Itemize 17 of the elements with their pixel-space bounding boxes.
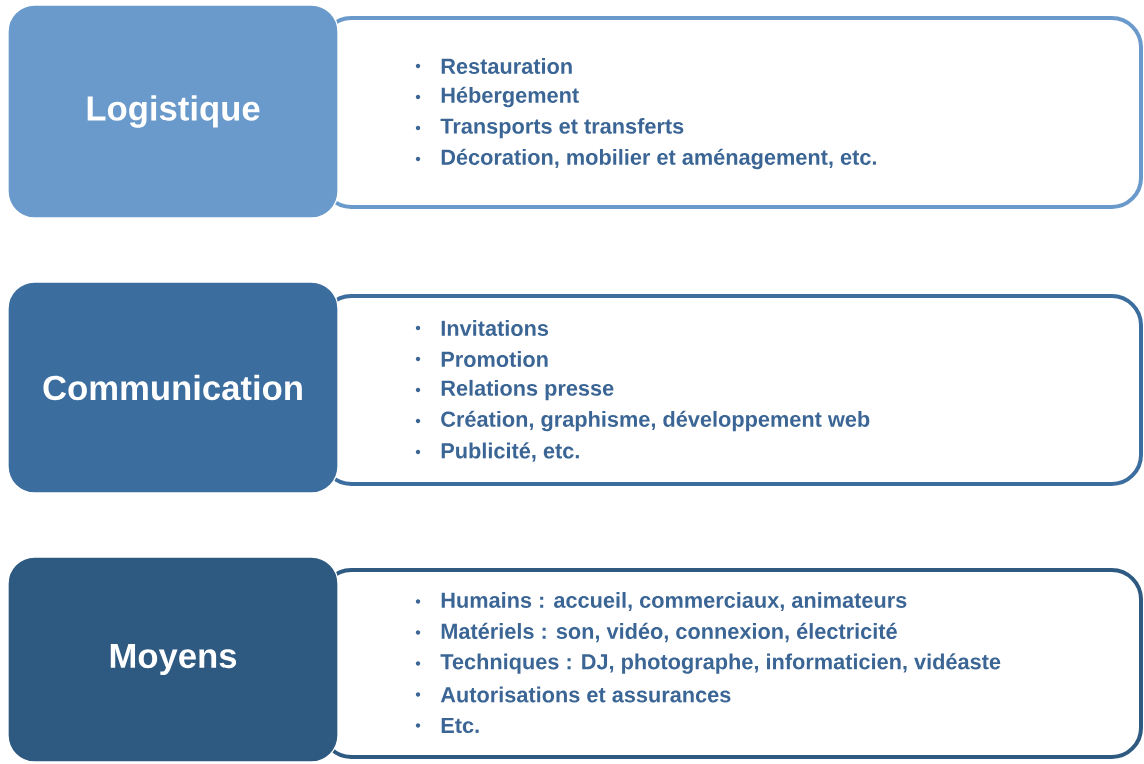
list-item: Relations presse [441, 379, 614, 401]
list-item: Matériels : son, vidéo, connexion, électricité [441, 622, 897, 643]
list-item: Techniques : DJ, photographe, informaticien, vidéaste [440, 653, 1001, 674]
list-item: Décoration, mobilier et aménagement, etc. [441, 148, 876, 170]
list-item: Etc. [441, 717, 479, 734]
list-item: Autorisations et assurances [440, 686, 731, 703]
list-item: Invitations [441, 320, 549, 336]
heading-box: Logistique [7, 4, 339, 219]
list-item: Promotion [441, 351, 548, 367]
list-item: Restauration [441, 58, 572, 74]
list-item: Création, graphisme, développement web [441, 410, 870, 432]
list-item: Humains : accueil, commerciaux, animateurs [441, 591, 907, 612]
list-item: Hébergement [441, 86, 579, 108]
heading-box: Moyens [7, 556, 339, 763]
heading-box: Communication [7, 281, 339, 494]
list-item: Publicité, etc. [441, 442, 579, 462]
list-item: Transports et transferts [440, 117, 684, 139]
